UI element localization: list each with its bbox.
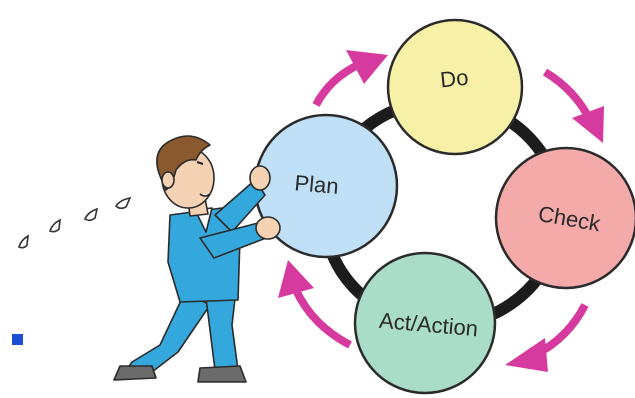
blue-square-marker [12,334,23,345]
person-front-shoe [197,365,247,383]
sweat-drops [18,196,132,249]
arrow-plan-to-do-head [346,50,388,84]
sweat-drop [49,218,61,233]
sweat-drop [83,207,99,222]
arrow-check-to-act-head [505,338,548,372]
sweat-drop [18,234,29,249]
plan-label: Plan [294,170,340,199]
arrow-act-to-plan [292,288,352,349]
arrow-do-to-check-head [572,106,604,143]
person-illustration [113,135,281,383]
cycle-arrows [278,50,604,372]
person-front-leg [204,289,239,371]
person-ear [161,171,175,189]
person-upper-arm [214,179,266,233]
do-label: Do [439,65,470,93]
person-mouth [199,193,211,197]
act-circle [353,251,497,395]
person-hand-lower [255,216,281,240]
person-back-shoe [113,365,157,381]
person-back-leg [123,291,211,375]
arrow-plan-to-do [312,60,362,107]
person-eye [196,161,204,165]
sweat-drop [114,196,132,210]
do-circle [386,18,524,156]
check-circle [494,146,635,290]
arrow-do-to-check [542,68,594,122]
person-hand-upper [249,165,271,191]
arrow-act-to-plan-head [278,260,314,298]
